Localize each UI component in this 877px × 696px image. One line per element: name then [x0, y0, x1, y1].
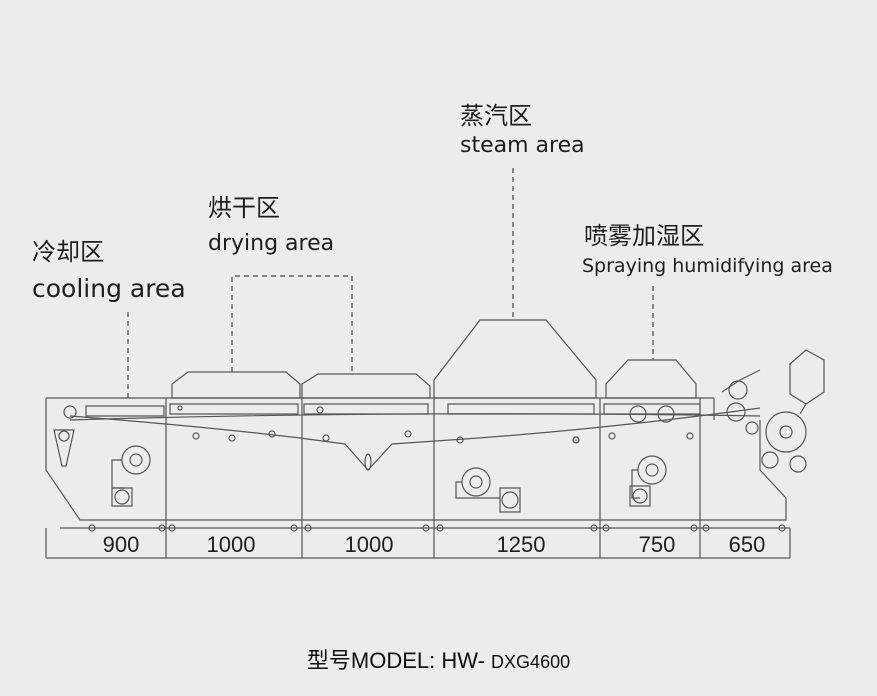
dimension-drying-2: 1000 [344, 532, 394, 557]
feeding-end [722, 350, 824, 498]
hoods [172, 320, 696, 398]
machine-feet [89, 525, 785, 531]
cooling-area-label-zh: 冷却区 [32, 238, 104, 266]
dimension-drying-1: 1000 [206, 532, 256, 557]
dimension-feeding: 650 [728, 532, 766, 557]
dimension-steam: 1250 [496, 532, 546, 557]
spraying-area-label-en: Spraying humidifying area [582, 255, 833, 277]
steam-area-label-en: steam area [460, 133, 585, 158]
conveyor-belt [64, 404, 760, 470]
drying-area-label-en: drying area [208, 231, 335, 256]
dimension-cooling: 900 [102, 532, 140, 557]
cooling-area-label-en: cooling area [32, 274, 186, 303]
spraying-area-label-zh: 喷雾加湿区 [584, 222, 704, 250]
dimension-spraying: 750 [638, 532, 676, 557]
model-caption: 型号MODEL: HW- DXG4600 [0, 643, 877, 675]
main-frame [46, 398, 790, 558]
fans [112, 446, 666, 512]
model-prefix: 型号MODEL: HW- [306, 648, 485, 673]
drying-area-label-zh: 烘干区 [208, 194, 280, 222]
rollers [178, 406, 693, 470]
model-code: DXG4600 [491, 652, 571, 672]
leader-lines [128, 168, 653, 398]
spray-rollers [630, 406, 674, 422]
steam-area-label-zh: 蒸汽区 [460, 102, 532, 130]
entry-funnel [54, 430, 74, 466]
